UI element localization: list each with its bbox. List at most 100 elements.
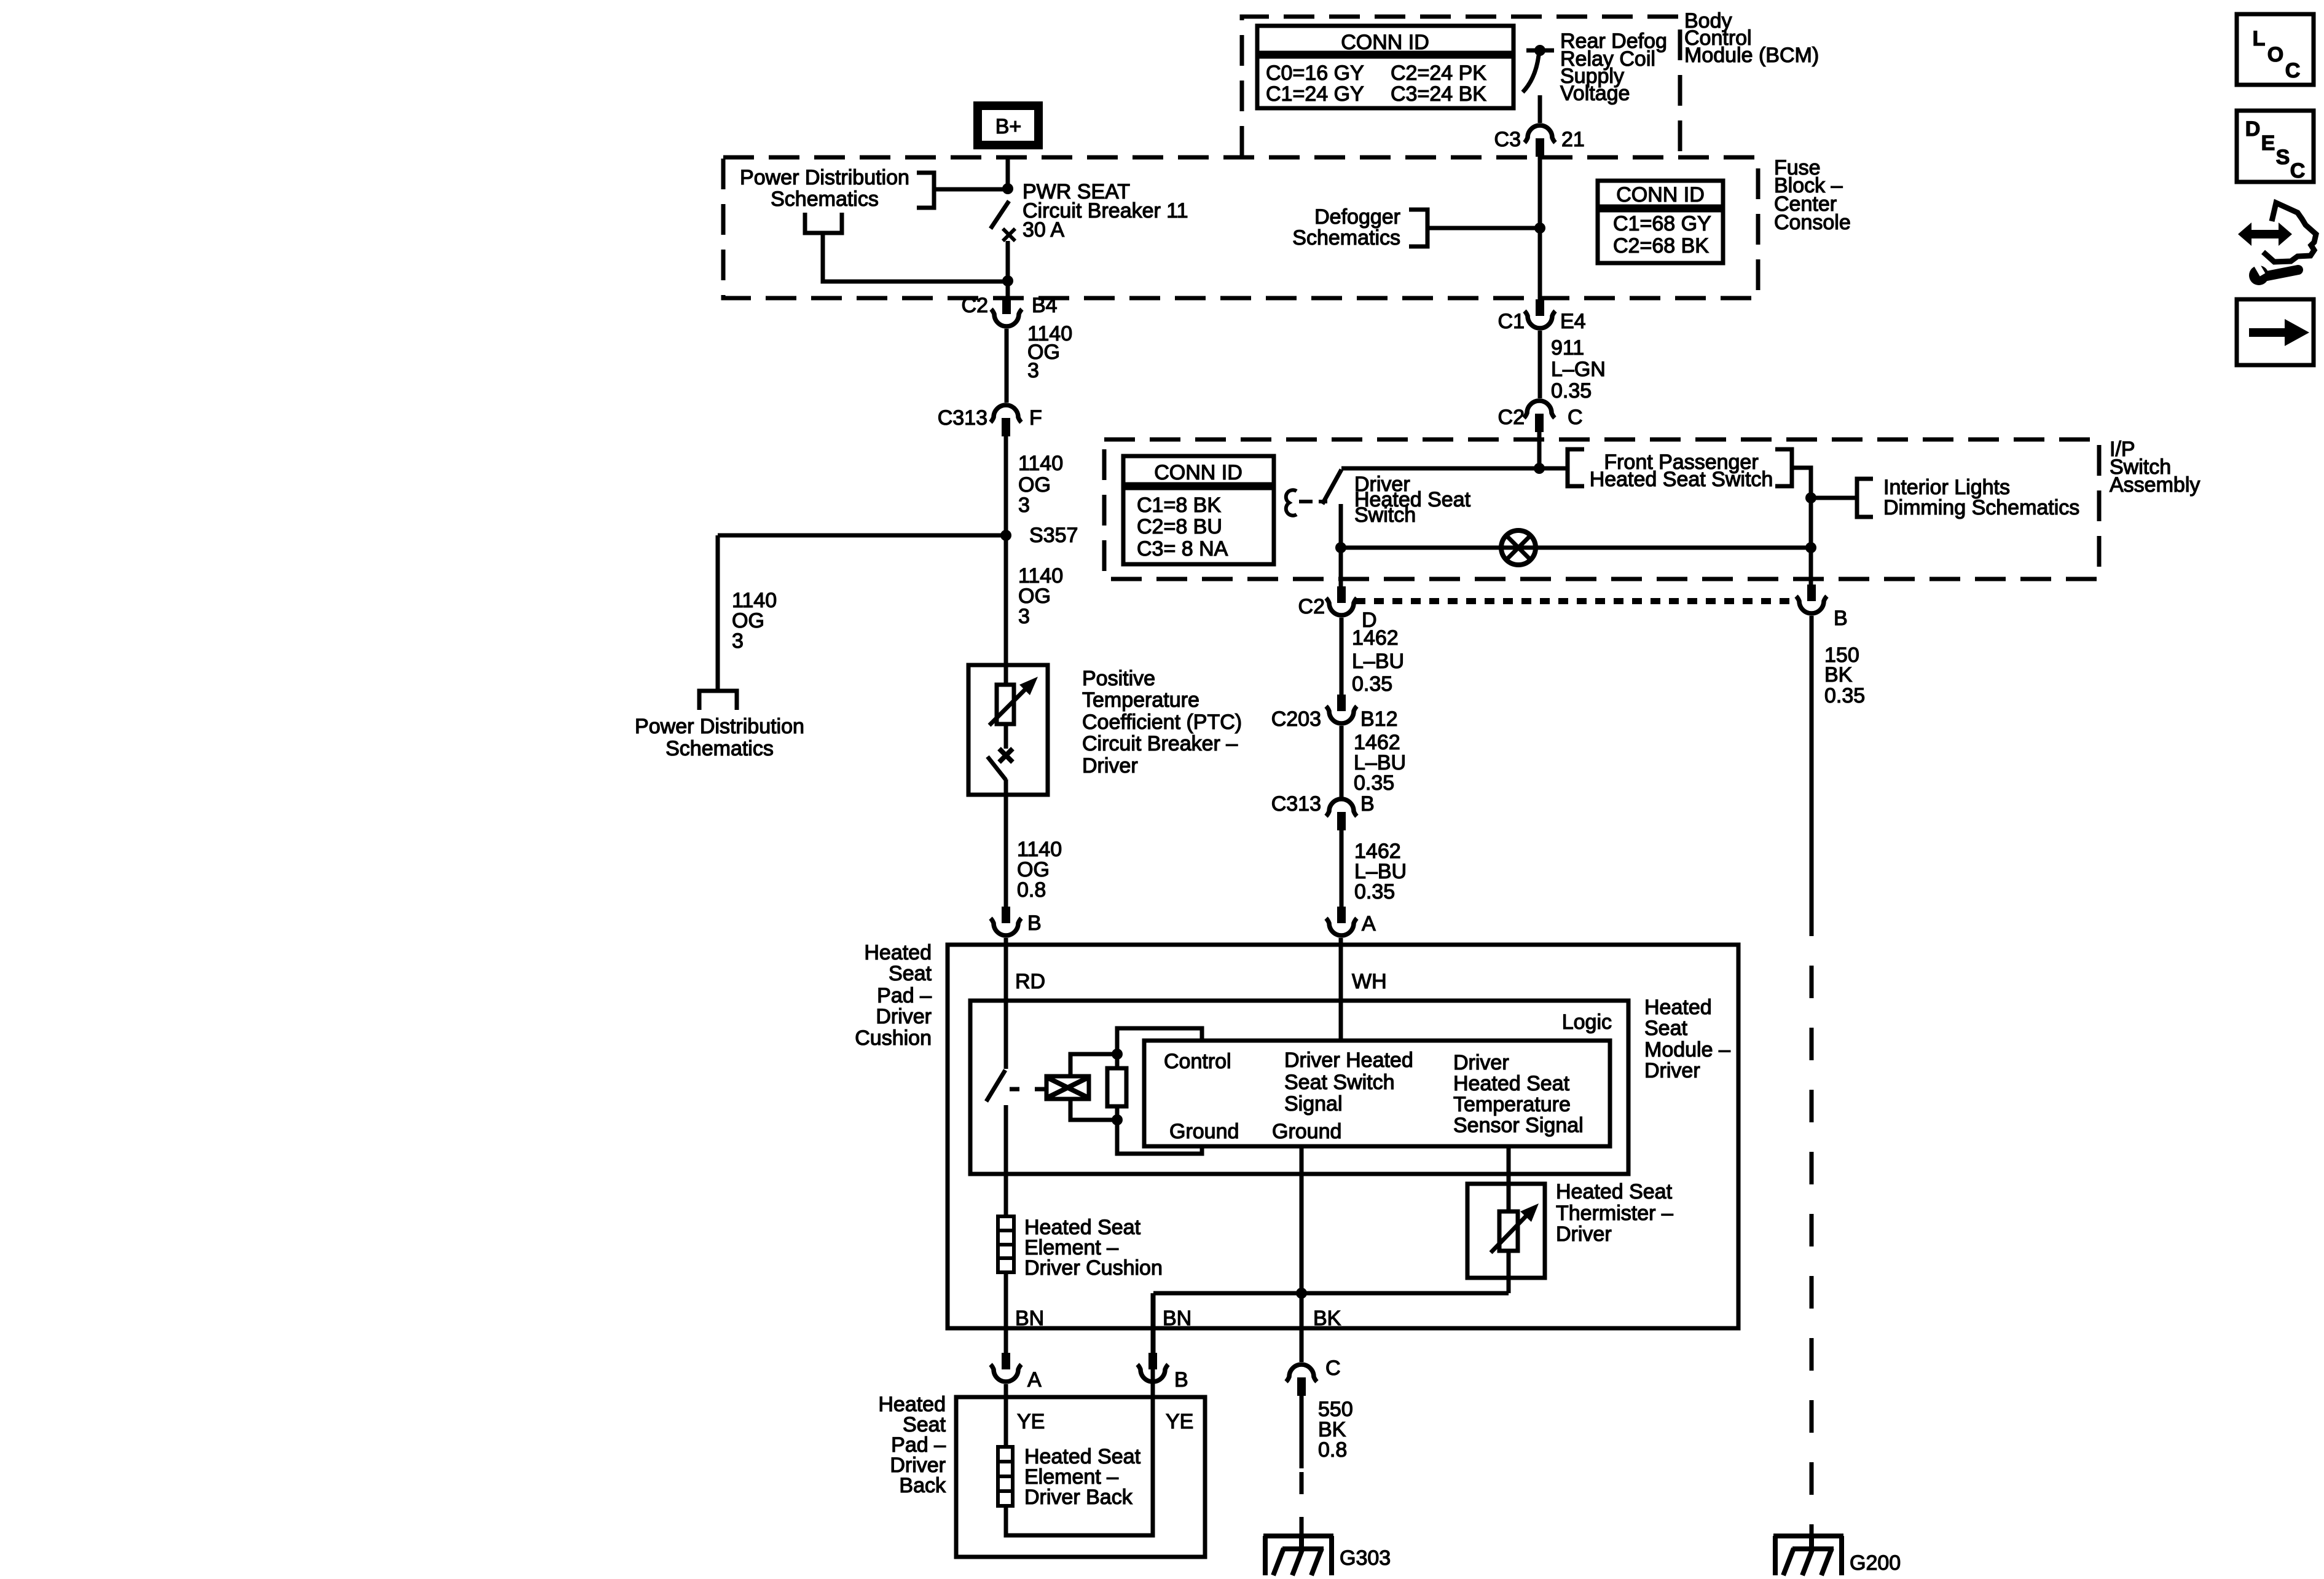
- svg-text:Ground: Ground: [1169, 1120, 1239, 1143]
- svg-text:S: S: [2276, 146, 2290, 169]
- svg-text:Driver Back: Driver Back: [1024, 1486, 1133, 1509]
- svg-text:1140: 1140: [1017, 838, 1062, 861]
- svg-text:Schematics: Schematics: [1292, 226, 1400, 250]
- svg-text:Schematics: Schematics: [665, 737, 774, 760]
- svg-text:Power Distribution: Power Distribution: [740, 166, 909, 189]
- svg-text:Power Distribution: Power Distribution: [635, 715, 804, 738]
- svg-text:BK: BK: [1318, 1418, 1346, 1441]
- svg-text:C: C: [2285, 59, 2301, 82]
- svg-text:RD: RD: [1015, 970, 1045, 993]
- svg-text:C2: C2: [1298, 595, 1325, 618]
- svg-text:E: E: [2261, 132, 2275, 155]
- svg-text:YE: YE: [1017, 1410, 1045, 1433]
- svg-text:BN: BN: [1015, 1307, 1044, 1330]
- svg-text:B12: B12: [1360, 707, 1398, 731]
- svg-text:Switch: Switch: [1354, 503, 1416, 527]
- svg-text:Console: Console: [1774, 211, 1851, 234]
- svg-text:L–BU: L–BU: [1354, 751, 1406, 774]
- svg-text:Interior Lights: Interior Lights: [1883, 476, 2010, 499]
- svg-text:Relay Coil: Relay Coil: [1560, 47, 1655, 71]
- svg-text:C1=68 GY: C1=68 GY: [1613, 212, 1711, 235]
- svg-text:0.35: 0.35: [1352, 672, 1392, 696]
- svg-text:Element –: Element –: [1024, 1465, 1118, 1489]
- svg-text:Temperature: Temperature: [1453, 1093, 1571, 1116]
- svg-text:911: 911: [1551, 336, 1584, 360]
- svg-text:WH: WH: [1352, 970, 1387, 993]
- svg-text:D: D: [1362, 608, 1377, 632]
- svg-text:G303: G303: [1340, 1546, 1391, 1570]
- svg-text:PWR SEAT: PWR SEAT: [1023, 180, 1130, 203]
- svg-text:Heated Seat Switch: Heated Seat Switch: [1590, 468, 1773, 491]
- svg-text:Body: Body: [1684, 9, 1732, 33]
- svg-text:Supply: Supply: [1560, 65, 1624, 88]
- svg-text:OG: OG: [1018, 585, 1051, 608]
- svg-text:Element –: Element –: [1024, 1236, 1118, 1259]
- svg-text:BN: BN: [1163, 1307, 1191, 1330]
- svg-text:Fuse: Fuse: [1774, 156, 1821, 179]
- svg-text:Assembly: Assembly: [2110, 473, 2200, 497]
- svg-text:Pad –: Pad –: [891, 1433, 946, 1457]
- svg-text:Seat: Seat: [1644, 1017, 1687, 1040]
- svg-text:Back: Back: [899, 1474, 946, 1497]
- svg-text:150: 150: [1824, 644, 1859, 667]
- svg-text:Circuit Breaker –: Circuit Breaker –: [1082, 732, 1238, 755]
- svg-text:O: O: [2267, 43, 2283, 66]
- svg-text:C2=68 BK: C2=68 BK: [1613, 234, 1709, 258]
- svg-text:Module –: Module –: [1644, 1038, 1730, 1061]
- svg-text:S357: S357: [1029, 524, 1078, 547]
- svg-text:B: B: [1027, 912, 1042, 935]
- svg-text:1140: 1140: [1027, 322, 1072, 345]
- svg-text:Heated: Heated: [1644, 996, 1712, 1019]
- svg-text:C: C: [1325, 1357, 1341, 1380]
- svg-text:Heated Seat: Heated Seat: [1453, 1072, 1570, 1095]
- svg-text:Seat: Seat: [903, 1413, 946, 1436]
- svg-text:Positive: Positive: [1082, 667, 1155, 690]
- svg-text:C1: C1: [1498, 310, 1525, 333]
- svg-text:CONN ID: CONN ID: [1616, 183, 1705, 207]
- svg-text:30 A: 30 A: [1023, 218, 1064, 242]
- svg-text:C: C: [2290, 159, 2306, 183]
- svg-text:Switch: Switch: [2110, 455, 2171, 479]
- svg-text:A: A: [1027, 1368, 1042, 1392]
- svg-text:Heated Seat: Heated Seat: [1556, 1180, 1673, 1203]
- svg-text:L: L: [2253, 27, 2266, 50]
- svg-text:Driver: Driver: [1354, 473, 1410, 496]
- svg-text:1140: 1140: [732, 589, 777, 612]
- svg-text:Cushion: Cushion: [855, 1026, 932, 1050]
- svg-text:OG: OG: [1017, 858, 1050, 881]
- svg-text:C1=8 BK: C1=8 BK: [1137, 494, 1221, 517]
- svg-text:Driver: Driver: [876, 1005, 932, 1028]
- svg-text:C0=16 GY: C0=16 GY: [1266, 61, 1364, 85]
- svg-text:Temperature: Temperature: [1082, 688, 1199, 712]
- svg-text:Dimming Schematics: Dimming Schematics: [1883, 496, 2079, 519]
- svg-text:BK: BK: [1313, 1307, 1341, 1330]
- svg-text:Heated Seat: Heated Seat: [1024, 1445, 1141, 1468]
- svg-text:C313: C313: [1271, 792, 1321, 816]
- svg-text:Driver: Driver: [1556, 1223, 1612, 1246]
- svg-text:Driver: Driver: [1644, 1059, 1700, 1082]
- svg-text:B4: B4: [1032, 294, 1058, 317]
- svg-text:BK: BK: [1824, 663, 1853, 687]
- svg-text:3: 3: [1027, 359, 1039, 382]
- svg-text:B: B: [1834, 607, 1848, 630]
- svg-text:Driver: Driver: [1082, 754, 1138, 778]
- svg-text:0.8: 0.8: [1017, 878, 1046, 902]
- svg-text:Pad –: Pad –: [877, 984, 932, 1007]
- svg-text:Driver: Driver: [1453, 1051, 1509, 1074]
- svg-text:Voltage: Voltage: [1560, 82, 1630, 105]
- svg-text:G200: G200: [1850, 1551, 1901, 1575]
- svg-text:Heated: Heated: [864, 941, 932, 964]
- svg-text:Defogger: Defogger: [1314, 205, 1400, 229]
- svg-text:C313: C313: [938, 406, 987, 430]
- svg-text:Driver Cushion: Driver Cushion: [1024, 1256, 1163, 1280]
- svg-text:Seat Switch: Seat Switch: [1284, 1071, 1395, 1094]
- svg-text:C203: C203: [1271, 707, 1321, 731]
- svg-text:Logic: Logic: [1562, 1010, 1612, 1034]
- svg-text:Rear Defog: Rear Defog: [1560, 30, 1667, 53]
- svg-text:Control: Control: [1684, 26, 1752, 50]
- svg-text:F: F: [1029, 406, 1042, 430]
- svg-text:Driver: Driver: [890, 1454, 946, 1477]
- svg-text:Center: Center: [1774, 192, 1837, 216]
- svg-text:C1=24 GY: C1=24 GY: [1266, 82, 1364, 106]
- svg-text:1462: 1462: [1352, 626, 1399, 650]
